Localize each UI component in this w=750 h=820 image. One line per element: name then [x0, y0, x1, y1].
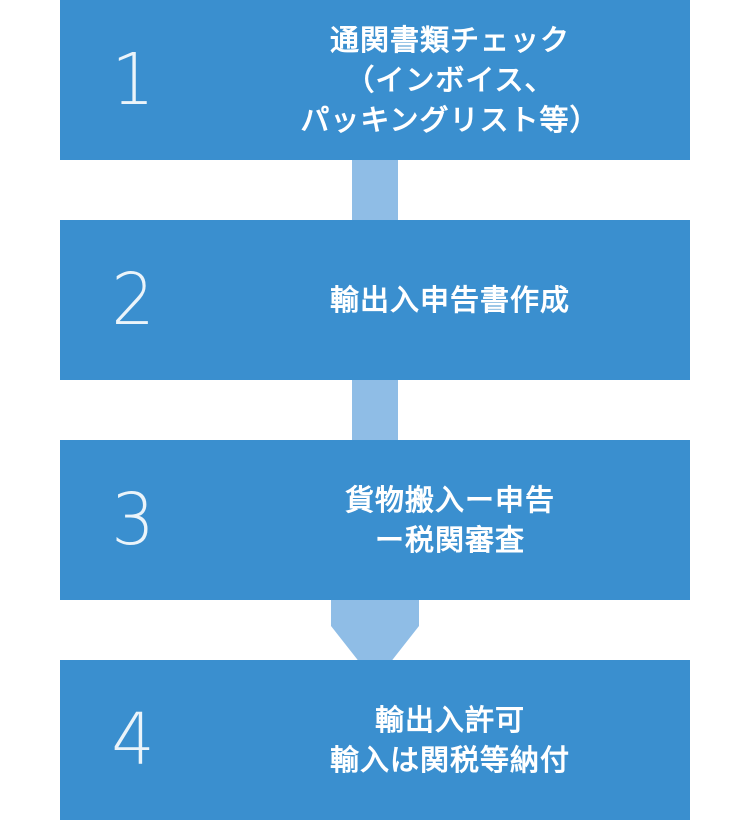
step-2-number: 2 — [111, 258, 155, 342]
step-3-label: 貨物搬入ー申告 ー税関審査 — [210, 440, 690, 600]
step-1-label: 通関書類チェック （インボイス、 パッキングリスト等） — [210, 0, 690, 160]
step-1-line-2: （インボイス、 — [345, 63, 555, 97]
step-4-line-1: 輸出入許可 — [374, 703, 525, 737]
step-3-line-2: ー税関審査 — [374, 523, 525, 557]
step-1-line-3: パッキングリスト等） — [300, 103, 600, 137]
step-2-line-1: 輸出入申告書作成 — [329, 283, 570, 317]
step-1-line-1: 通関書類チェック — [329, 23, 570, 57]
connector-1-2 — [352, 160, 398, 220]
step-4-box: 4 輸出入許可 輸入は関税等納付 — [60, 660, 690, 820]
arrow-3-4-shaft — [331, 600, 419, 626]
step-2-box: 2 輸出入申告書作成 — [60, 220, 690, 380]
step-3-line-1: 貨物搬入ー申告 — [344, 483, 555, 517]
step-1-box: 1 通関書類チェック （インボイス、 パッキングリスト等） — [60, 0, 690, 160]
step-4-line-2: 輸入は関税等納付 — [329, 743, 570, 777]
step-4-number: 4 — [111, 698, 155, 782]
connector-2-3 — [352, 380, 398, 440]
step-4-label: 輸出入許可 輸入は関税等納付 — [210, 660, 690, 820]
step-2-label: 輸出入申告書作成 — [210, 220, 690, 380]
step-1-number: 1 — [111, 38, 155, 122]
step-3-number: 3 — [111, 478, 155, 562]
step-3-box: 3 貨物搬入ー申告 ー税関審査 — [60, 440, 690, 600]
